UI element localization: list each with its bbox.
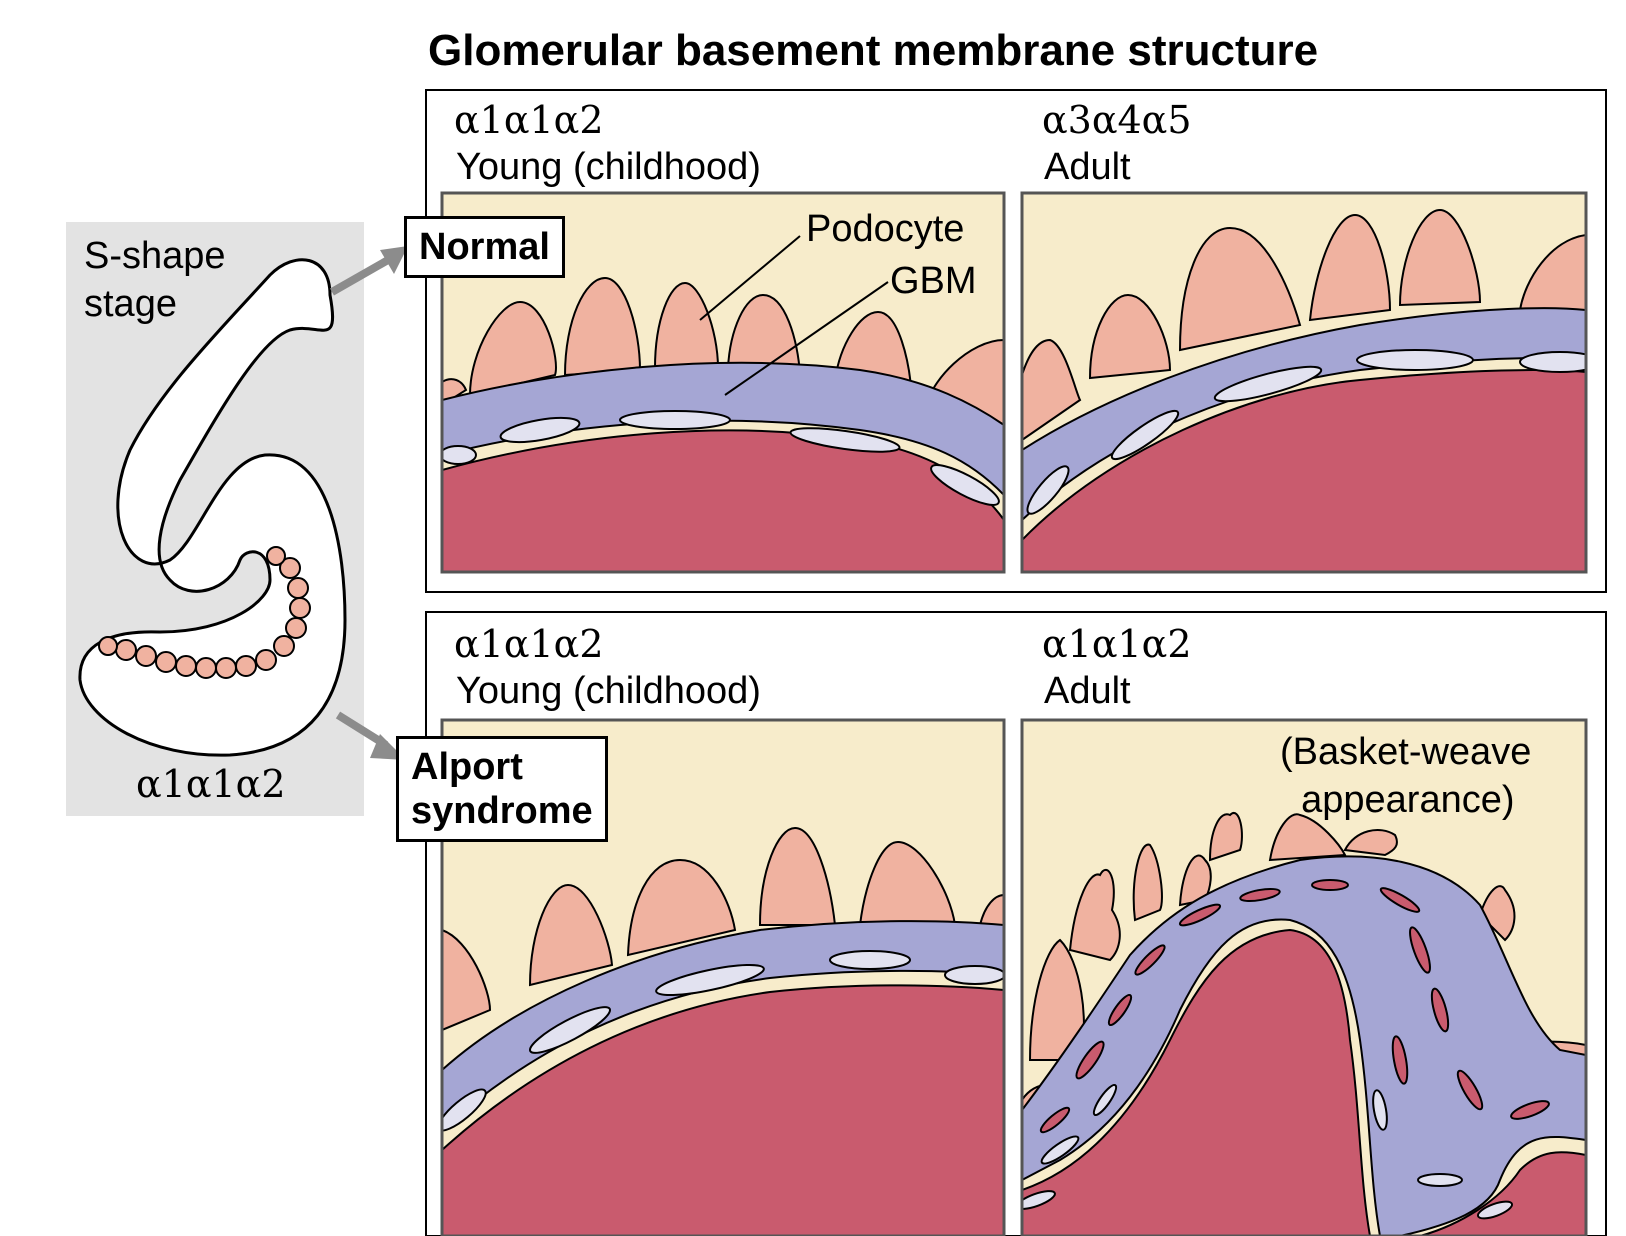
alport-young-age: Young (childhood) — [456, 670, 761, 713]
sshape-stage-label: S-shape stage — [84, 232, 226, 328]
normal-status-tag: Normal — [404, 216, 565, 278]
basket-weave-note: (Basket-weave appearance) — [1280, 728, 1531, 824]
alport-status-tag: Alport syndrome — [396, 736, 608, 842]
alport-adult-collagen: α1α1α2 — [1042, 622, 1192, 666]
normal-young-age: Young (childhood) — [456, 146, 761, 189]
panel-normal-adult — [1022, 193, 1600, 572]
page-title: Glomerular basement membrane structure — [428, 26, 1318, 76]
normal-adult-age: Adult — [1044, 146, 1131, 189]
podocyte-label: Podocyte — [806, 208, 964, 251]
alport-adult-age: Adult — [1044, 670, 1131, 713]
sshape-collagen-label: α1α1α2 — [136, 762, 286, 806]
normal-adult-collagen: α3α4α5 — [1042, 98, 1192, 142]
alport-young-collagen: α1α1α2 — [454, 622, 604, 666]
normal-young-collagen: α1α1α2 — [454, 98, 604, 142]
gbm-label: GBM — [890, 260, 977, 303]
